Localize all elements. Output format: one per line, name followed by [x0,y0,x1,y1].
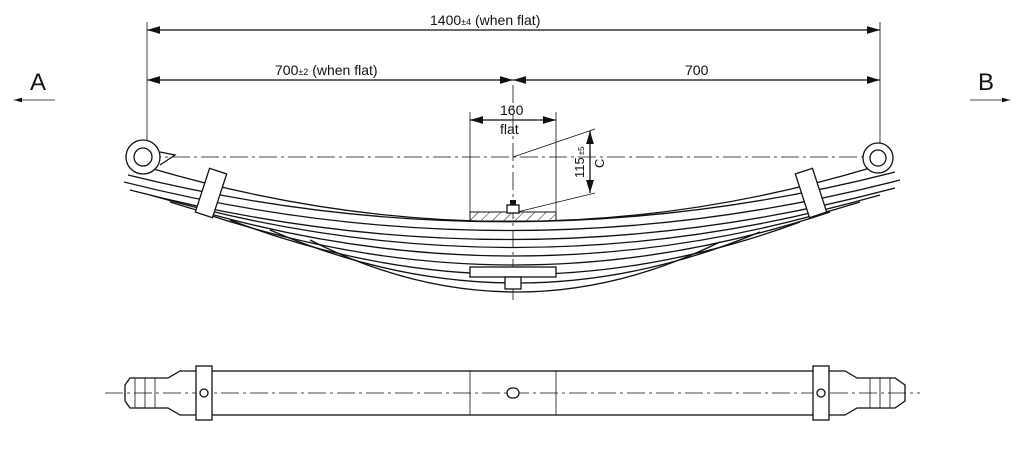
dimension-overall-length: 1400±4 (when flat) [146,12,881,145]
svg-text:160: 160 [500,102,524,118]
svg-text:C: C [592,159,607,168]
spring-eye-right [862,142,894,174]
dimension-half-lengths: 700±2 (when flat) 700 [147,62,880,84]
center-clamp [469,200,557,290]
svg-text:700: 700 [685,62,709,78]
svg-text:flat: flat [500,121,519,137]
spring-plan-view [105,365,920,421]
rebound-clip-left [194,167,228,219]
svg-text:115±5: 115±5 [572,146,587,178]
spring-eye-left [125,139,177,175]
rebound-clip-right [794,167,828,219]
svg-text:700±2 (when flat): 700±2 (when flat) [275,62,378,78]
svg-text:B: B [978,69,994,96]
dimension-camber: 115±5 C [512,128,607,214]
svg-text:A: A [30,69,46,96]
view-label-a: A [14,69,55,103]
view-label-b: B [970,69,1010,103]
svg-text:1400±4 (when flat): 1400±4 (when flat) [430,12,540,28]
